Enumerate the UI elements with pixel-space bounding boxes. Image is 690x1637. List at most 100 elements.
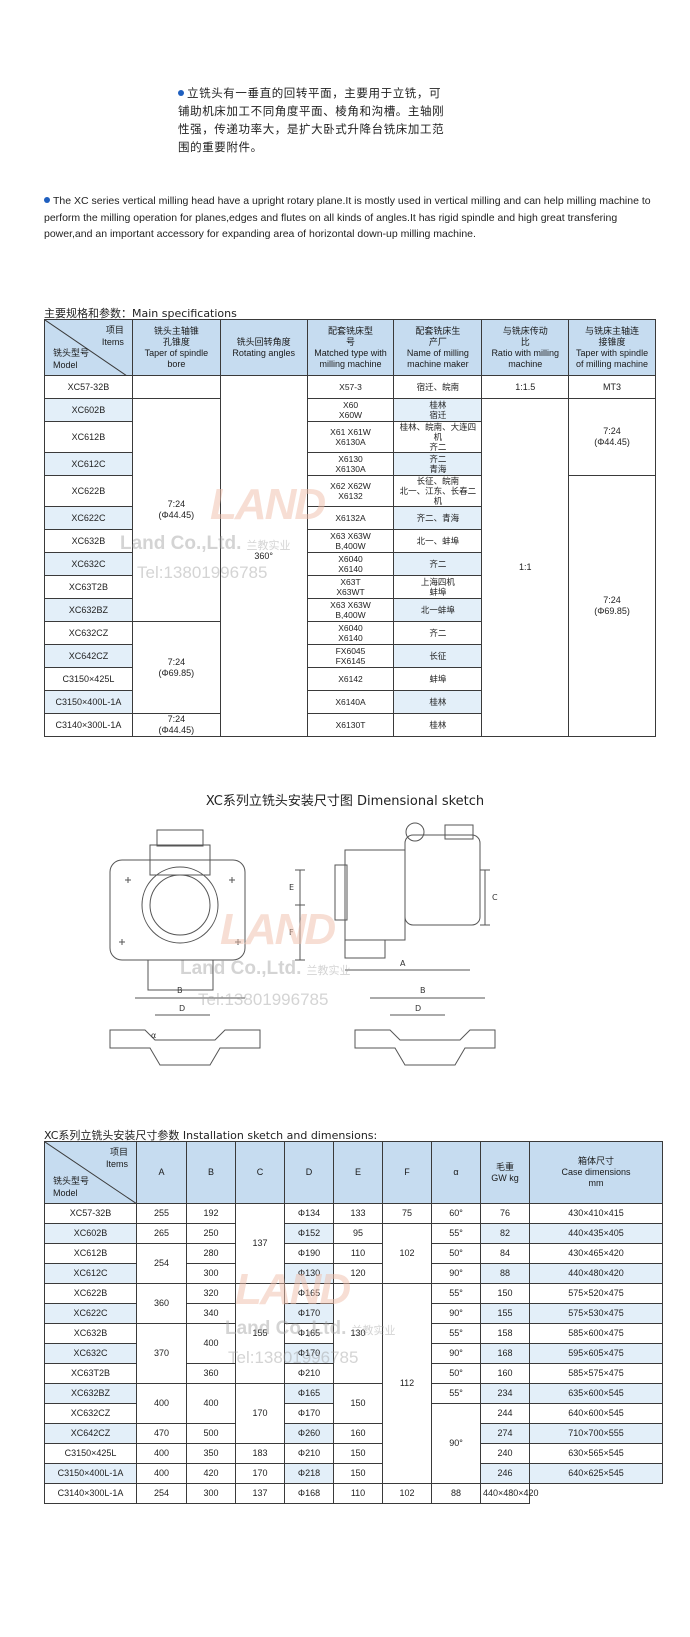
diagonal-line xyxy=(45,1142,137,1204)
dim-gw-cell: 240 xyxy=(480,1443,530,1464)
spec-header-items-cn: 项目 xyxy=(105,325,124,335)
label-e: E xyxy=(289,883,294,892)
label-d-right: D xyxy=(415,1004,421,1013)
spec-section-title: 主要规格和参数：Main specifications xyxy=(44,307,237,320)
dim-d-cell: Φ134 xyxy=(284,1203,334,1224)
dim-case-cell: 575×520×475 xyxy=(529,1283,663,1304)
dim-d-cell: Φ170 xyxy=(284,1303,334,1324)
dim-header-items-en: Items xyxy=(105,1159,128,1169)
dim-gw-cell: 234 xyxy=(480,1383,530,1404)
dim-header-c: C xyxy=(235,1141,285,1204)
dim-case-cell: 440×480×420 xyxy=(480,1483,539,1504)
spec-maker-cell: 北一蚌埠 xyxy=(393,598,483,622)
dim-header-b: B xyxy=(186,1141,236,1204)
dim-gw-cell: 158 xyxy=(480,1323,530,1344)
dim-model-cell: XC602B xyxy=(44,1223,137,1244)
dim-f-cell: 102 xyxy=(382,1223,432,1284)
dim-e-cell: 120 xyxy=(333,1263,383,1284)
label-b-left: B xyxy=(177,986,183,995)
section-right: B D xyxy=(354,986,496,1066)
dim-alpha-cell: 60° xyxy=(431,1203,481,1224)
dim-case-cell: 440×435×405 xyxy=(529,1223,663,1244)
dim-header-model-en: Model xyxy=(53,1188,78,1198)
spec-conn-cell: 7:24(Φ69.85) xyxy=(568,475,656,737)
spec-type-cell: X6132A xyxy=(306,506,395,530)
spec-model-cell: XC642CZ xyxy=(44,644,133,668)
spec-header-maker-en: Name of milling machine maker xyxy=(406,347,469,369)
label-b-right: B xyxy=(420,986,426,995)
label-a: A xyxy=(400,959,406,968)
dim-d-cell: Φ170 xyxy=(284,1343,334,1364)
dim-gw-cell: 84 xyxy=(480,1243,530,1264)
spec-header-items-en: Items xyxy=(101,337,124,347)
dim-gw-cell: 168 xyxy=(480,1343,530,1364)
dim-b-cell: 192 xyxy=(186,1203,236,1224)
dim-gw-cell: 88 xyxy=(480,1263,530,1284)
spec-header-taper-en: Taper of spindle bore xyxy=(144,347,209,369)
label-c: C xyxy=(492,893,498,902)
dim-d-cell: Φ260 xyxy=(284,1423,334,1444)
dim-alpha-cell: 50° xyxy=(431,1243,481,1264)
spec-maker-cell: 桂林宿迁 xyxy=(393,398,483,422)
spec-maker-cell: 桂林 xyxy=(393,713,483,737)
intro-english: The XC series vertical milling head have… xyxy=(44,193,654,243)
dim-model-cell: XC612B xyxy=(44,1243,137,1264)
side-view: C A xyxy=(334,822,498,971)
dim-a-cell: 265 xyxy=(136,1223,187,1244)
spec-ratio-cell: 1:1 xyxy=(481,398,570,737)
dim-case-cell: 585×575×475 xyxy=(529,1363,663,1384)
dim-model-cell: XC632BZ xyxy=(44,1383,137,1404)
dim-b-cell: 300 xyxy=(186,1483,236,1504)
dim-case-cell: 630×565×545 xyxy=(529,1443,663,1464)
spec-header-taper-cn: 铣头主轴锥孔锥度 xyxy=(153,325,199,347)
spec-model-cell: XC612C xyxy=(44,452,133,476)
dim-header-a: A xyxy=(136,1141,187,1204)
dimensional-sketch: E F C A B D α B D xyxy=(109,822,498,1066)
dim-b-cell: 350 xyxy=(186,1443,236,1464)
dim-d-cell: Φ168 xyxy=(284,1483,334,1504)
spec-type-cell: X6140A xyxy=(306,690,395,714)
spec-maker-cell: 蚌埠 xyxy=(393,667,483,691)
dim-d-cell: Φ152 xyxy=(284,1223,334,1244)
dim-model-cell: XC63T2B xyxy=(44,1363,137,1384)
install-section-title: XC系列立铣头安装尺寸参数 Installation sketch and di… xyxy=(44,1129,378,1142)
dim-gw-cell: 160 xyxy=(480,1363,530,1384)
dim-b-cell: 280 xyxy=(186,1243,236,1264)
front-view xyxy=(109,829,246,991)
dim-gw-cell: 274 xyxy=(480,1423,530,1444)
dim-a-cell: 255 xyxy=(136,1203,187,1224)
dim-header-gw-en: GW kg xyxy=(491,1172,519,1183)
dim-header-case-cn: 箱体尺寸 xyxy=(577,1156,614,1166)
dim-model-cell: XC632C xyxy=(44,1343,137,1364)
label-f: F xyxy=(289,928,294,937)
spec-maker-cell: 宿迁、皖南 xyxy=(393,375,483,399)
dim-case-cell: 585×600×475 xyxy=(529,1323,663,1344)
spec-header-ratio-cn: 与铣床传动比 xyxy=(502,325,548,347)
dim-case-cell: 640×625×545 xyxy=(529,1463,663,1484)
